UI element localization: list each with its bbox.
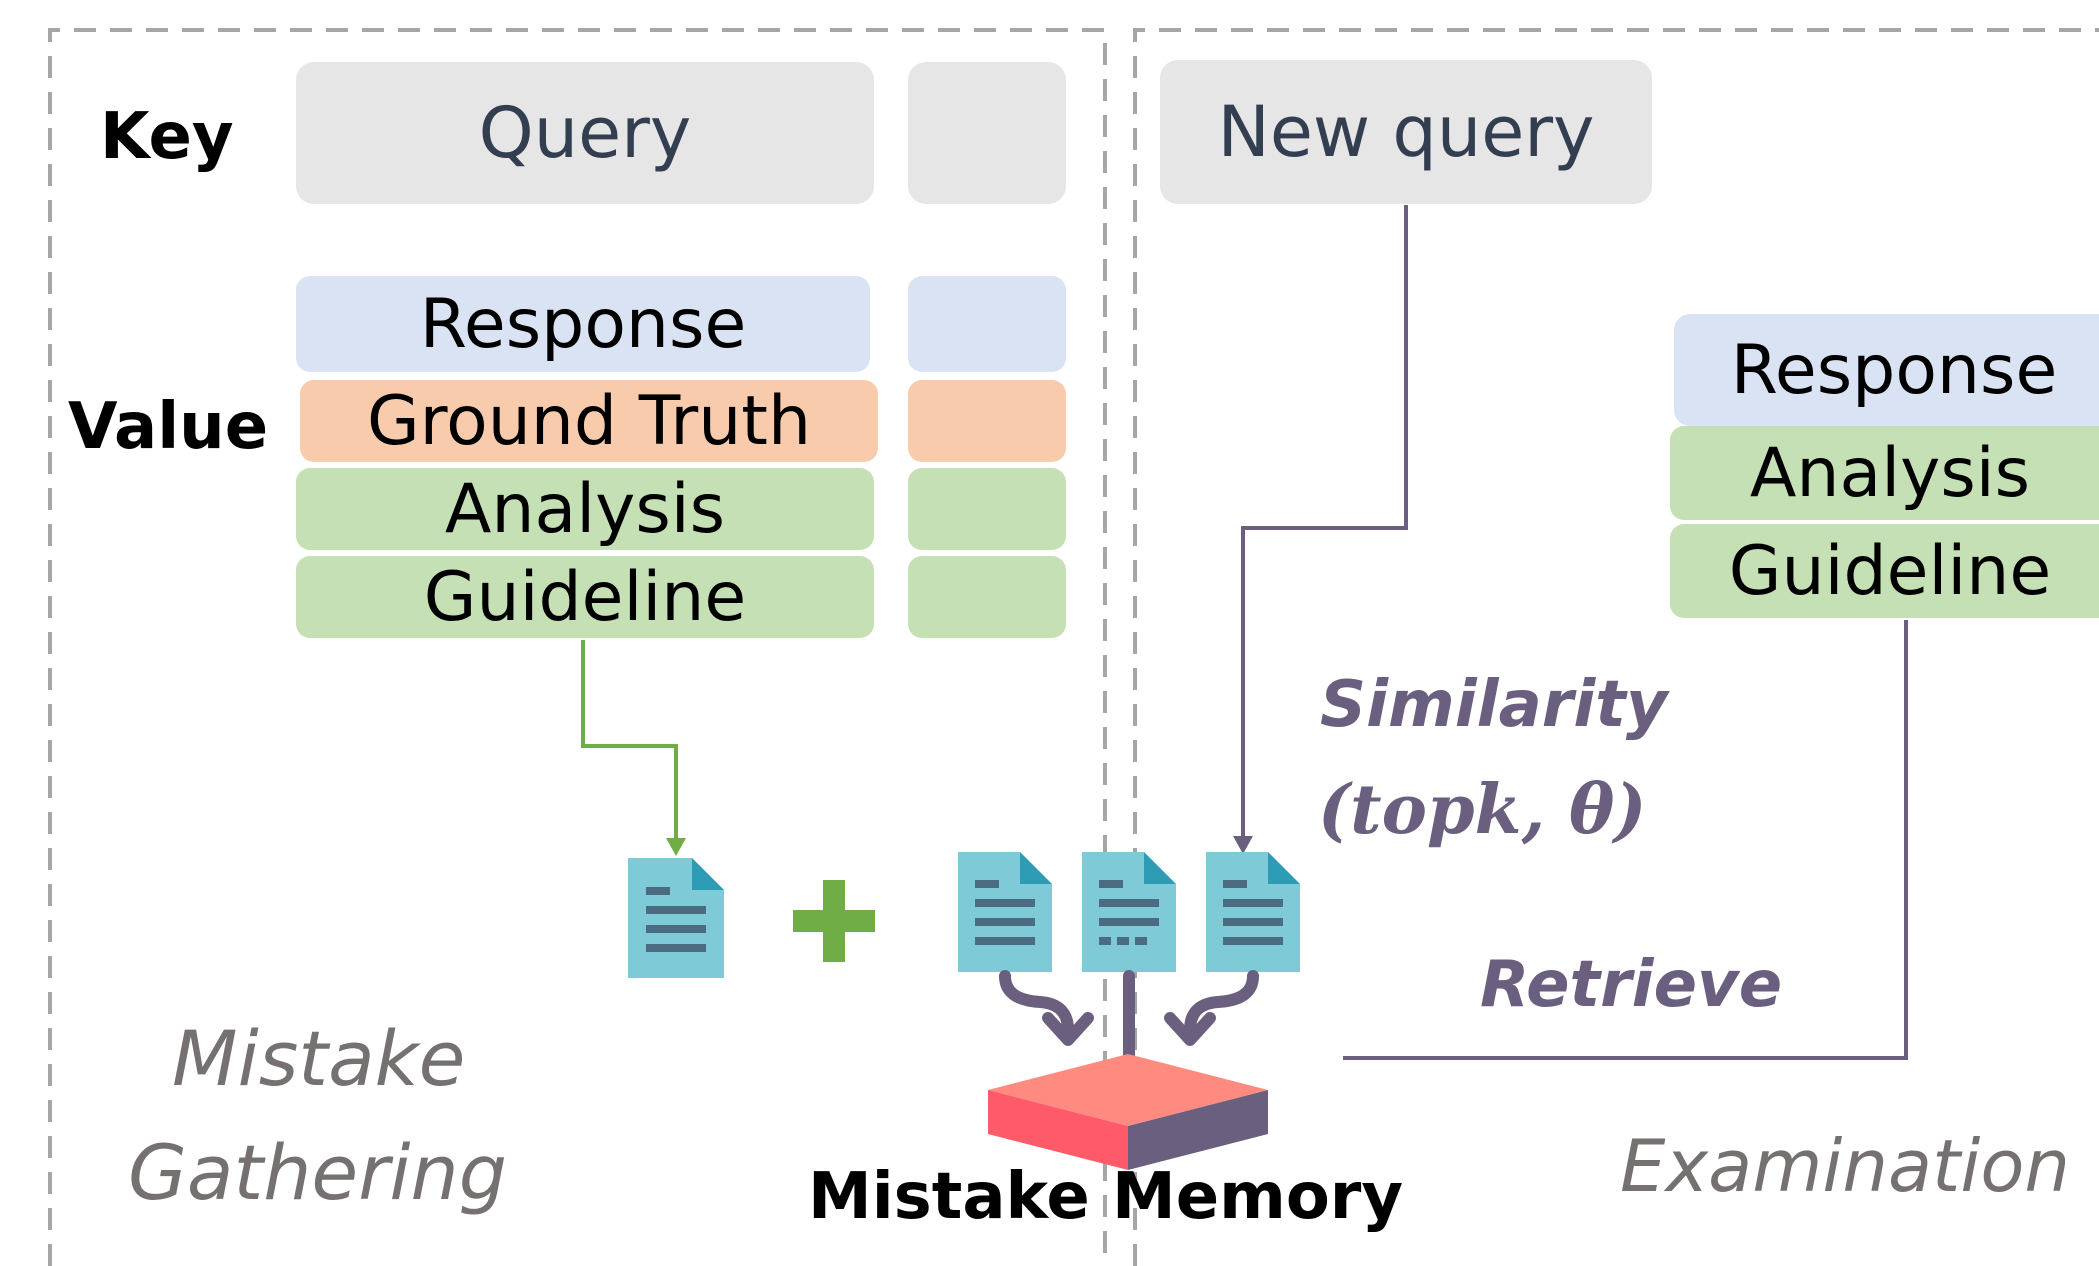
guideline-value-box: Guideline: [296, 556, 874, 638]
document-icon-memory-3: [1206, 852, 1300, 972]
green-arrowhead: [666, 838, 686, 856]
left-panel-border: [48, 28, 1107, 1266]
document-icon-memory-1: [958, 852, 1052, 972]
retrieved-response-box: Response: [1674, 314, 2099, 426]
analysis-label: Analysis: [444, 469, 726, 549]
ground-truth-value-box: Ground Truth: [300, 380, 878, 462]
retrieved-response-label: Response: [1730, 330, 2058, 410]
right-panel-border: [1133, 28, 2099, 1266]
response-value-box: Response: [296, 276, 870, 372]
query-key-box: Query: [296, 62, 874, 204]
document-icon-single: [628, 858, 724, 978]
response-value-box-small: [908, 276, 1066, 372]
retrieve-label: Retrieve: [1480, 948, 1783, 1022]
guideline-value-box-small: [908, 556, 1066, 638]
similarity-connector: [1241, 205, 1408, 838]
similarity-params: (topk, θ): [1318, 770, 1647, 850]
mistake-memory-icon: [988, 1054, 1268, 1170]
retrieved-analysis-label: Analysis: [1749, 433, 2031, 513]
query-key-box-small: [908, 62, 1066, 204]
query-label: Query: [478, 92, 692, 174]
value-label: Value: [68, 390, 269, 464]
retrieve-connector: [1343, 620, 1908, 1060]
retrieved-guideline-box: Guideline: [1670, 524, 2099, 618]
similarity-label: Similarity: [1320, 668, 1668, 742]
document-icon-memory-2: [1082, 852, 1176, 972]
guideline-label: Guideline: [423, 557, 747, 637]
key-label: Key: [100, 100, 234, 174]
mistake-gathering-title-line1: Mistake: [172, 1014, 466, 1103]
retrieved-guideline-label: Guideline: [1728, 531, 2052, 611]
mistake-memory-label: Mistake Memory: [808, 1160, 1404, 1234]
response-label: Response: [419, 284, 747, 364]
new-query-box: New query: [1160, 60, 1652, 204]
ground-truth-label: Ground Truth: [366, 381, 812, 461]
green-connector: [581, 640, 678, 840]
similarity-arrowhead: [1233, 836, 1253, 854]
mistake-gathering-title-line2: Gathering: [128, 1128, 507, 1217]
retrieved-analysis-box: Analysis: [1670, 426, 2099, 520]
analysis-value-box-small: [908, 468, 1066, 550]
plus-icon: [793, 880, 875, 962]
examination-title: Examination: [1620, 1124, 2071, 1208]
new-query-label: New query: [1217, 91, 1595, 173]
ground-truth-value-box-small: [908, 380, 1066, 462]
analysis-value-box: Analysis: [296, 468, 874, 550]
